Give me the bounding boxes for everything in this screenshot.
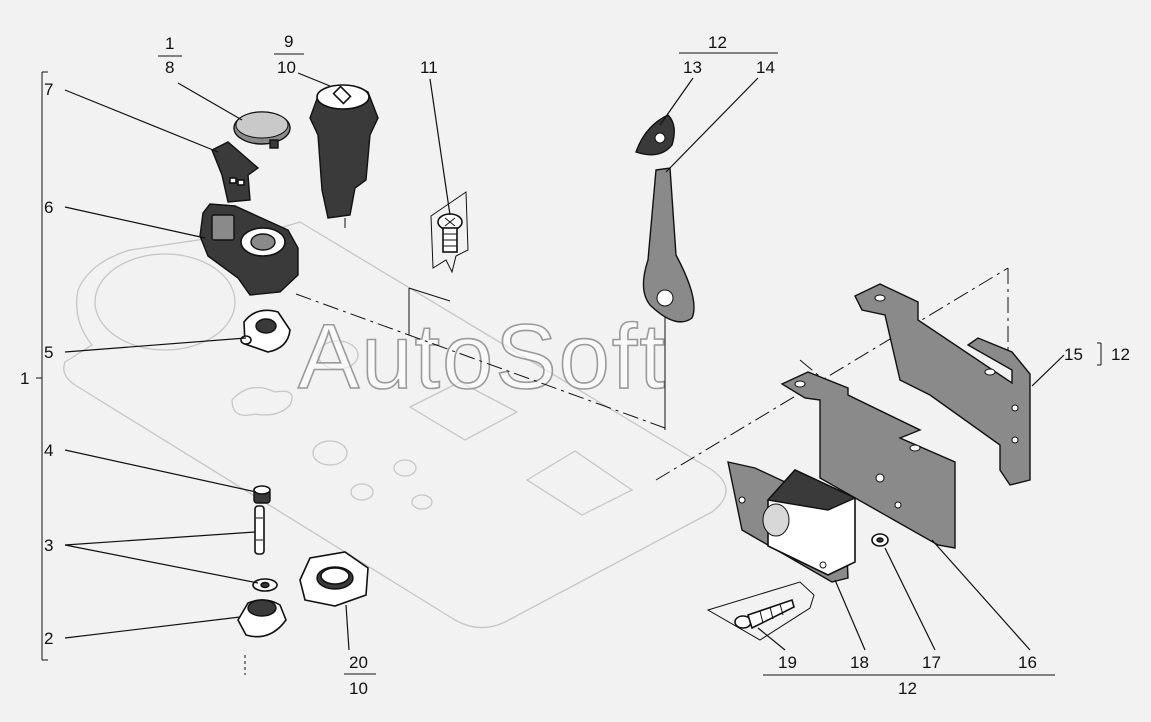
part-13-knob <box>635 114 675 156</box>
assembly-1-bracket <box>36 71 48 661</box>
fraction-1-8-den: 8 <box>165 58 174 77</box>
part-17-bolt <box>871 533 889 547</box>
callout-1: 1 <box>20 369 29 388</box>
fraction-bars <box>158 53 376 675</box>
callout-2: 2 <box>44 629 53 648</box>
callout-labels: 1 2 3 4 5 6 7 1 8 9 10 11 12 13 14 15 12… <box>20 32 1130 698</box>
part-20-hex-nut <box>299 551 369 607</box>
watermark-text: AutoSoft <box>298 306 667 408</box>
callout-5: 5 <box>44 343 53 362</box>
callout-12-right: 12 <box>1111 345 1130 364</box>
fraction-9-10-den: 10 <box>277 58 296 77</box>
panel-plate <box>63 221 727 629</box>
callout-12-top: 12 <box>708 33 727 52</box>
callout-11: 11 <box>420 58 438 77</box>
part-2-socket <box>237 599 287 675</box>
part-18-housing <box>727 461 857 583</box>
part-15-bracket <box>854 283 1031 486</box>
part-14-pointer <box>642 167 695 323</box>
fraction-20-10-num: 20 <box>349 653 368 672</box>
part-6-switch-body <box>199 203 299 296</box>
callout-17: 17 <box>922 653 941 672</box>
callout-13: 13 <box>683 58 702 77</box>
part-16-plate <box>780 371 956 549</box>
callout-18: 18 <box>850 653 869 672</box>
fraction-1-8-num: 1 <box>165 34 174 53</box>
part-4-nut <box>253 485 271 504</box>
callout-15: 15 <box>1064 345 1083 364</box>
part-8-cap <box>233 111 291 149</box>
fraction-9-10-num: 9 <box>284 32 293 51</box>
part-3-washer-and-pin <box>252 505 278 592</box>
fraction-20-10-den: 10 <box>349 679 368 698</box>
callout-16: 16 <box>1018 653 1037 672</box>
part-5-bushing <box>240 309 291 353</box>
callout-4: 4 <box>44 441 53 460</box>
part-11-screw <box>430 191 469 274</box>
part-10-lock-cylinder <box>309 84 379 228</box>
part-7-lever <box>211 141 260 203</box>
leader-lines <box>64 52 1102 676</box>
callout-6: 6 <box>44 198 53 217</box>
callout-3: 3 <box>44 536 53 555</box>
callout-7: 7 <box>44 80 53 99</box>
callout-14: 14 <box>756 58 775 77</box>
callout-19: 19 <box>778 653 797 672</box>
part-19-screw <box>706 581 815 641</box>
callout-12-bottom: 12 <box>898 679 917 698</box>
assembly-axis-lines <box>295 267 1009 481</box>
